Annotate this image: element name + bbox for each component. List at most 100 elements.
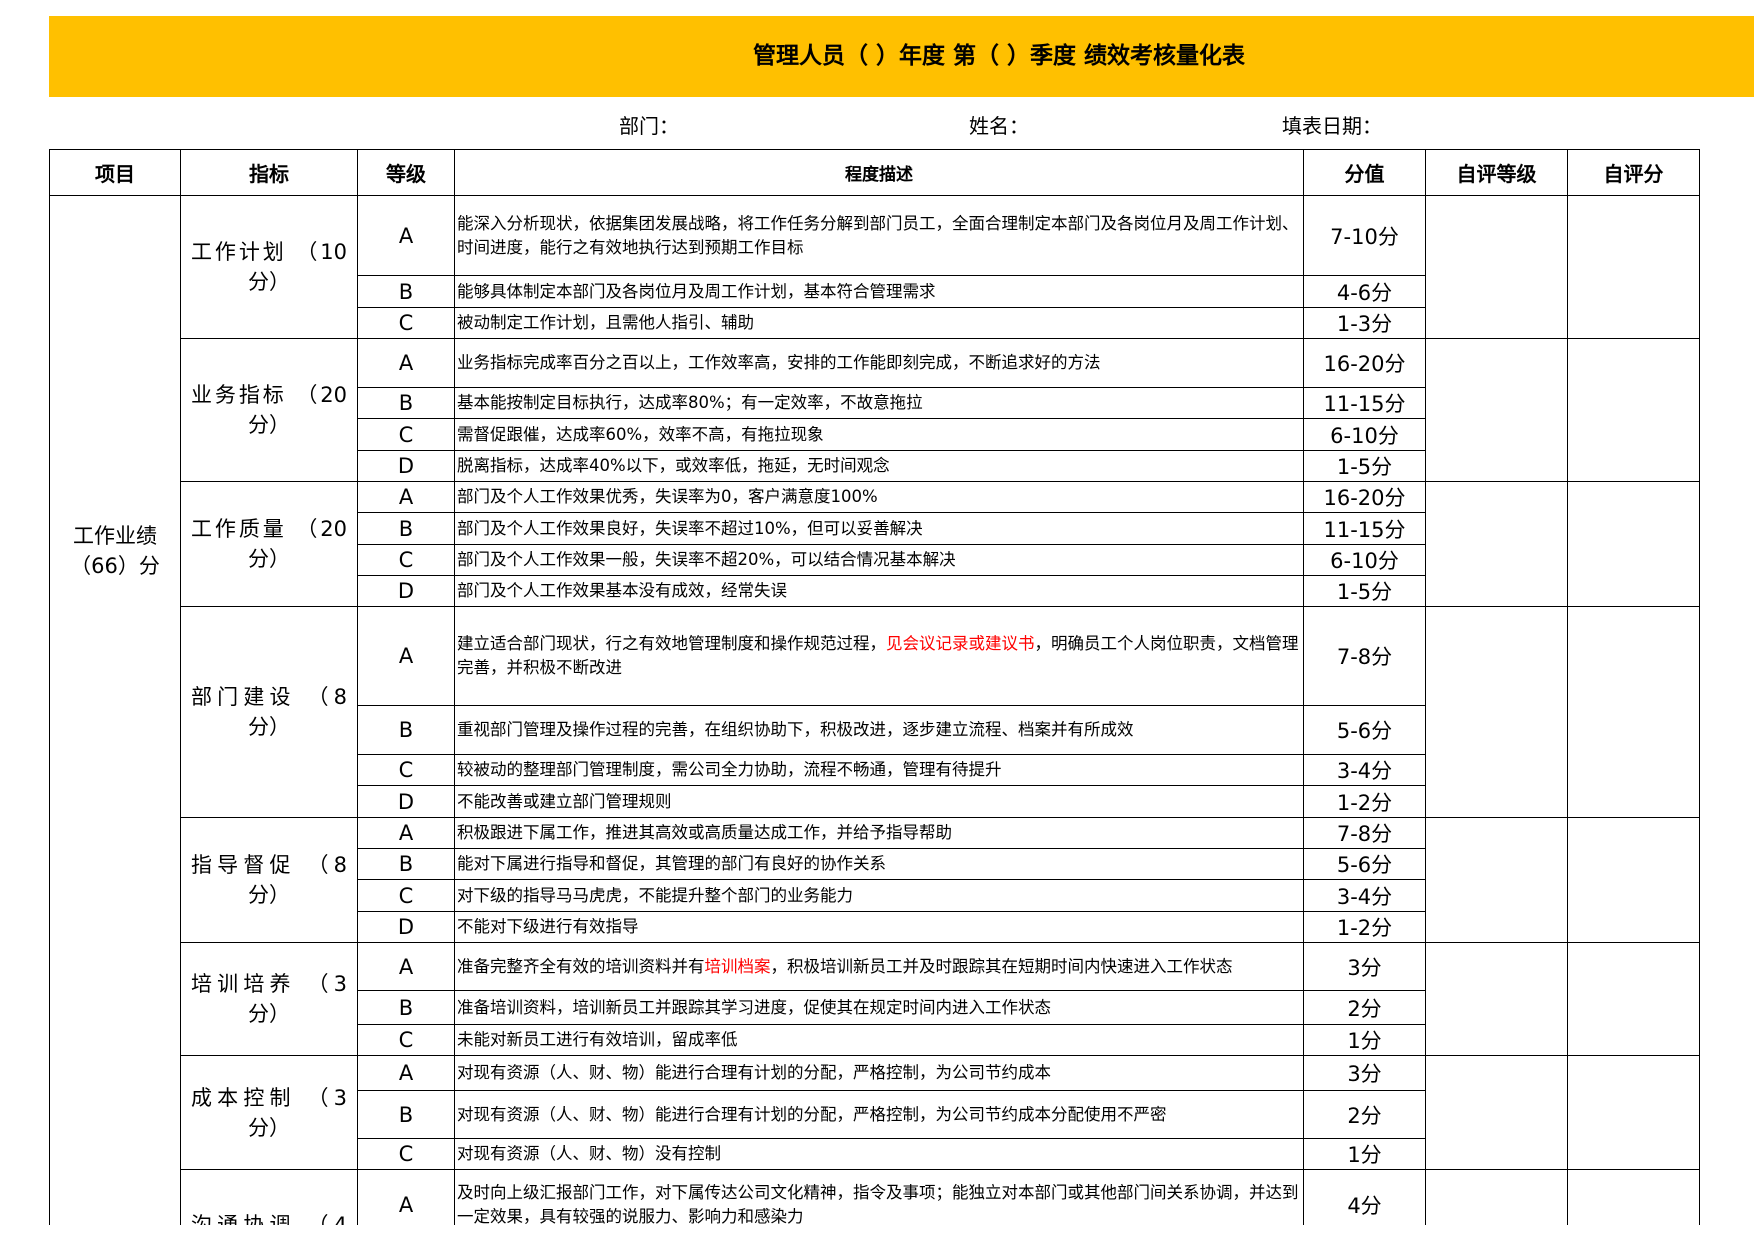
grade-cell: C	[357, 754, 455, 786]
score-cell: 1-2分	[1303, 785, 1426, 818]
description-text: 部门及个人工作效果一般，失误率不超20%，可以结合情况基本解决	[457, 550, 956, 569]
indicator-label: 沟通协调 （4	[191, 1213, 347, 1225]
score-cell: 16-20分	[1303, 481, 1426, 513]
grade-cell: A	[357, 481, 455, 513]
self-score-cell[interactable]	[1567, 195, 1700, 339]
indicator-label: 业务指标 （20	[191, 383, 347, 407]
description-cell: 需督促跟催，达成率60%，效率不高，有拖拉现象	[454, 418, 1304, 451]
indicator-points: 分）	[248, 547, 290, 571]
self-grade-cell[interactable]	[1425, 606, 1568, 818]
indicator-label: 培训培养 （3	[191, 972, 347, 996]
description-cell: 业务指标完成率百分之百以上，工作效率高，安排的工作能即刻完成，不断追求好的方法	[454, 338, 1304, 388]
score-cell: 1分	[1303, 1024, 1426, 1056]
score-cell: 1-2分	[1303, 911, 1426, 943]
indicator-points: 分）	[248, 715, 290, 739]
description-cell: 准备完整齐全有效的培训资料并有培训档案，积极培训新员工并及时跟踪其在短期时间内快…	[454, 942, 1304, 991]
project-cell: 工作业绩（66）分	[49, 195, 181, 1225]
grade-cell: C	[357, 1138, 455, 1170]
score-cell: 3分	[1303, 942, 1426, 991]
grade-cell: B	[357, 275, 455, 308]
score-cell: 1-3分	[1303, 307, 1426, 339]
indicator-points: 分）	[248, 1002, 290, 1026]
score-cell: 1分	[1303, 1138, 1426, 1170]
description-cell: 能对下属进行指导和督促，其管理的部门有良好的协作关系	[454, 848, 1304, 880]
self-grade-cell[interactable]	[1425, 817, 1568, 943]
self-grade-cell[interactable]	[1425, 1055, 1568, 1170]
indicator-label: 部门建设 （8	[191, 685, 347, 709]
grade-cell: C	[357, 544, 455, 576]
grade-cell: A	[357, 1169, 455, 1225]
grade-cell: D	[357, 450, 455, 482]
score-cell: 6-10分	[1303, 544, 1426, 576]
self-score-cell[interactable]	[1567, 338, 1700, 482]
description-text: 重视部门管理及操作过程的完善，在组织协助下，积极改进，逐步建立流程、档案并有所成…	[457, 720, 1134, 739]
description-text: 较被动的整理部门管理制度，需公司全力协助，流程不畅通，管理有待提升	[457, 760, 1002, 779]
description-cell: 能深入分析现状，依据集团发展战略，将工作任务分解到部门员工，全面合理制定本部门及…	[454, 195, 1304, 276]
self-grade-cell[interactable]	[1425, 1169, 1568, 1225]
score-cell: 7-8分	[1303, 817, 1426, 849]
description-text: 及时向上级汇报部门工作，对下属传达公司文化精神，指令及事项；能独立对本部门或其他…	[457, 1182, 1299, 1225]
description-cell: 及时向上级汇报部门工作，对下属传达公司文化精神，指令及事项；能独立对本部门或其他…	[454, 1169, 1304, 1225]
description-text: 对现有资源（人、财、物）没有控制	[457, 1144, 721, 1163]
description-cell: 能够具体制定本部门及各岗位月及周工作计划，基本符合管理需求	[454, 275, 1304, 308]
description-text: 部门及个人工作效果基本没有成效，经常失误	[457, 581, 787, 600]
indicator-cell: 培训培养 （3 分）	[180, 942, 358, 1056]
self-grade-cell[interactable]	[1425, 481, 1568, 607]
description-text: 未能对新员工进行有效培训，留成率低	[457, 1030, 738, 1049]
description-text: 对现有资源（人、财、物）能进行合理有计划的分配，严格控制，为公司节约成本分配使用…	[457, 1104, 1167, 1124]
description-text: 不能改善或建立部门管理规则	[457, 791, 672, 811]
self-grade-cell[interactable]	[1425, 338, 1568, 482]
grade-cell: A	[357, 338, 455, 388]
score-cell: 7-8分	[1303, 606, 1426, 706]
self-grade-cell[interactable]	[1425, 942, 1568, 1056]
score-cell: 2分	[1303, 1090, 1426, 1139]
description-text: 部门及个人工作效果优秀，失误率为0，客户满意度100%	[457, 487, 878, 506]
description-cell: 未能对新员工进行有效培训，留成率低	[454, 1024, 1304, 1056]
score-cell: 1-5分	[1303, 450, 1426, 482]
grade-cell: C	[357, 418, 455, 451]
assessment-table: 项目 指标 等级 程度描述 分值 自评等级 自评分 工作业绩（66）分工作计划 …	[49, 149, 1701, 1225]
description-text: 能深入分析现状，依据集团发展战略，将工作任务分解到部门员工，全面合理制定本部门及…	[457, 213, 1299, 257]
self-score-cell[interactable]	[1567, 481, 1700, 607]
description-cell: 部门及个人工作效果一般，失误率不超20%，可以结合情况基本解决	[454, 544, 1304, 576]
description-text: 需督促跟催，达成率60%，效率不高，有拖拉现象	[457, 424, 824, 444]
score-cell: 5-6分	[1303, 705, 1426, 755]
self-score-cell[interactable]	[1567, 606, 1700, 818]
self-score-cell[interactable]	[1567, 1055, 1700, 1170]
description-text: 积极跟进下属工作，推进其高效或高质量达成工作，并给予指导帮助	[457, 823, 952, 842]
header-row: 项目 指标 等级 程度描述 分值 自评等级 自评分	[49, 149, 1700, 196]
grade-cell: A	[357, 942, 455, 991]
indicator-points: 分）	[248, 1115, 290, 1140]
description-text-continued: ，明确员工个人岗位职责，文档管理完善，并积极不断改进	[457, 634, 1299, 677]
page-title: 管理人员（ ）年度 第（ ）季度 绩效考核量化表	[752, 43, 1246, 69]
self-grade-cell[interactable]	[1425, 195, 1568, 339]
indicator-cell: 沟通协调 （4	[180, 1169, 358, 1225]
description-cell: 准备培训资料，培训新员工并跟踪其学习进度，促使其在规定时间内进入工作状态	[454, 990, 1304, 1025]
indicator-cell: 部门建设 （8 分）	[180, 606, 358, 818]
grade-cell: D	[357, 911, 455, 943]
department-label: 部门：	[619, 114, 679, 138]
description-cell: 重视部门管理及操作过程的完善，在组织协助下，积极改进，逐步建立流程、档案并有所成…	[454, 705, 1304, 755]
self-score-cell[interactable]	[1567, 1169, 1700, 1225]
description-cell: 部门及个人工作效果良好，失误率不超过10%，但可以妥善解决	[454, 512, 1304, 545]
description-text: 能对下属进行指导和督促，其管理的部门有良好的协作关系	[457, 854, 886, 873]
description-cell: 不能改善或建立部门管理规则	[454, 785, 1304, 818]
grade-cell: A	[357, 817, 455, 849]
score-cell: 3分	[1303, 1055, 1426, 1091]
score-cell: 16-20分	[1303, 338, 1426, 388]
grade-cell: A	[357, 606, 455, 706]
indicator-points: 分）	[248, 883, 290, 907]
self-score-cell[interactable]	[1567, 942, 1700, 1056]
self-score-cell[interactable]	[1567, 817, 1700, 943]
title-banner: 管理人员（ ）年度 第（ ）季度 绩效考核量化表	[49, 16, 1754, 97]
